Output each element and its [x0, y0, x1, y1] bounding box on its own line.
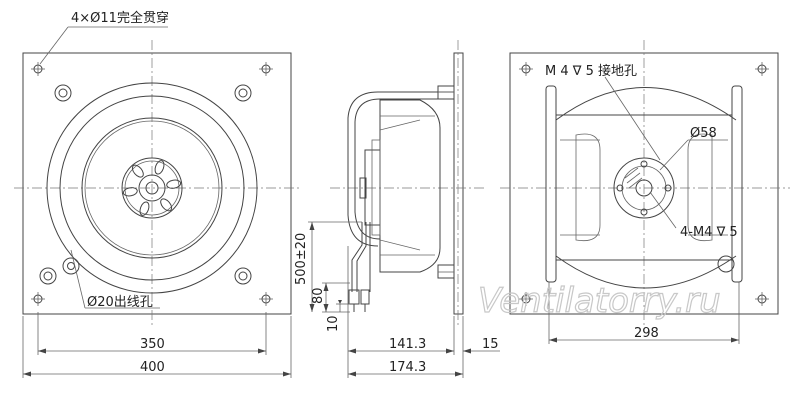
- dim-front-outer: 400: [140, 360, 165, 375]
- rear-corner-holes: [519, 62, 769, 306]
- dim-cable-strip: 80: [311, 287, 326, 304]
- dim-cable-length: 500±20: [294, 233, 309, 285]
- dim-cable-tip: 10: [326, 315, 341, 332]
- motor-dia-label: Ø58: [690, 126, 717, 141]
- ground-hole-label: M 4 ∇ 5 接地孔: [545, 63, 637, 79]
- dim-side-depth: 141.3: [389, 337, 426, 352]
- cable-hole-label: Ø20出线孔: [87, 295, 153, 310]
- mount-thread-label: 4-M4 ∇ 5: [680, 225, 738, 240]
- dim-front-inner: 350: [140, 337, 165, 352]
- dim-side-flange: 15: [482, 337, 499, 352]
- watermark: Ventilatorry.ru: [478, 281, 721, 321]
- bracket-nuts: [39, 84, 252, 285]
- dim-rear-span: 298: [634, 326, 659, 341]
- rear-motor: [613, 157, 675, 219]
- dim-side-total: 174.3: [389, 360, 426, 375]
- corner-holes: [31, 62, 273, 306]
- rear-view: M 4 ∇ 5 接地孔 Ø58 4-M4 ∇ 5 298: [500, 40, 790, 344]
- side-view: 500±20 80 10 141.3 15 174.3: [294, 40, 500, 378]
- front-view: 4×Ø11完全贯穿 Ø20出线孔 350 400: [14, 10, 300, 378]
- holes-through-label: 4×Ø11完全贯穿: [71, 10, 169, 26]
- impeller-hub: [121, 157, 183, 219]
